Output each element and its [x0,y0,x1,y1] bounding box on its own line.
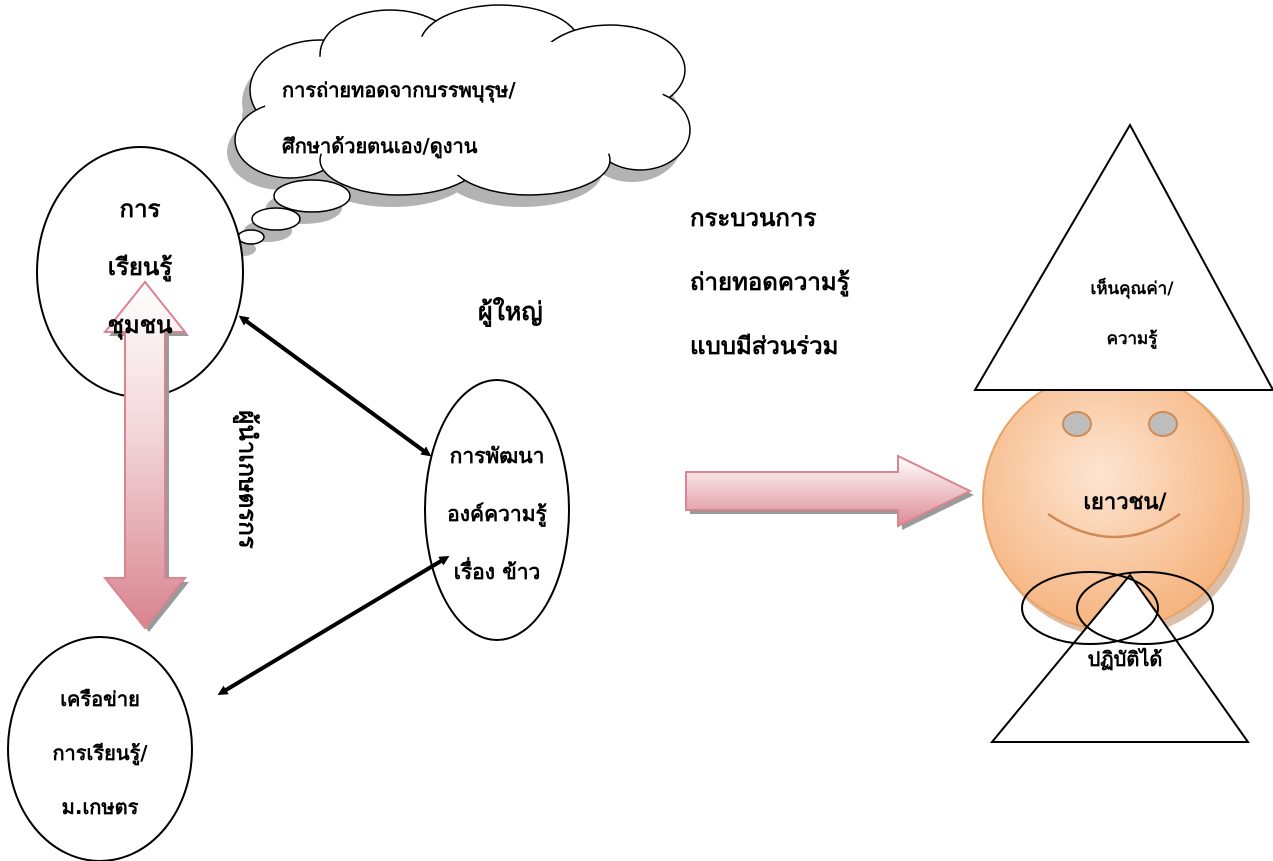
community-learning-label: การ เรียนรู้ ชุมชน [107,195,173,339]
cloud-text: การถ่ายทอดจากบรรพบุรุษ/ ศึกษาด้วยตนเอง/ด… [282,78,516,158]
vertical-double-arrow [102,280,189,632]
network-ellipse [7,636,193,861]
adults-label: ผู้ใหญ่ [478,297,543,326]
right-eye-icon [1148,411,1178,437]
process-label: กระบวนการ ถ่ายทอดความรู้ แบบมีส่วนร่วม [690,204,850,360]
head-triangle-label: เห็นคุณค่า/ ความรู้ [1090,279,1174,349]
knowledge-dev-label: การพัฒนา องค์ความรู้ เรื่อง ข้าว [447,444,547,584]
youth-figure [982,369,1250,637]
body-triangle [989,573,1250,743]
head-triangle [973,122,1273,391]
vertical-label: ผู้นำเกษตรกร [233,410,262,549]
smile-icon [1047,512,1181,539]
face-label: เยาวชน/ [1083,490,1167,515]
arrow-network-to-knowledge [217,555,450,696]
collar-left [1021,571,1159,645]
knowledge-dev-ellipse [424,379,570,641]
body-label: ปฏิบัติได้ [1087,647,1163,671]
thought-bubbles [237,179,351,245]
collar-right [1076,571,1214,645]
horizontal-arrow [685,454,974,530]
arrow-community-to-knowledge [238,315,432,457]
network-label: เครือข่าย การเรียนรู้/ ม.เกษตร [52,687,148,819]
left-eye-icon [1062,411,1092,437]
